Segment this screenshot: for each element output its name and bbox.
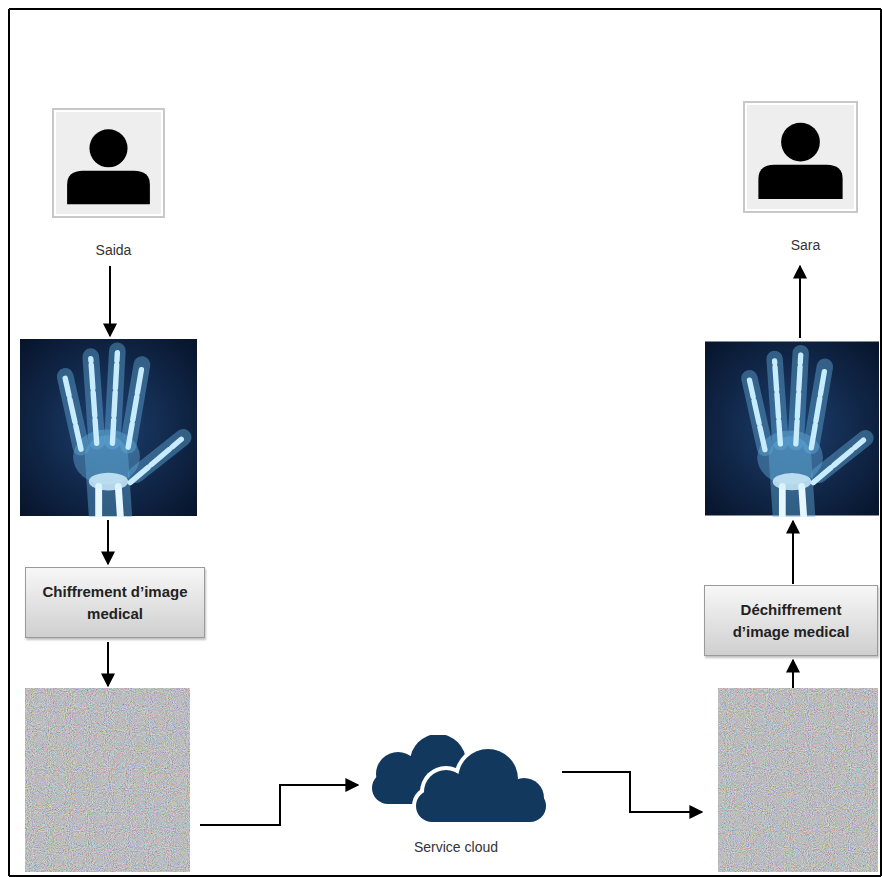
user-icon: Saida bbox=[52, 108, 175, 264]
encrypted-image bbox=[718, 688, 878, 872]
cloud-group bbox=[372, 735, 550, 826]
user-icon: Sara bbox=[743, 101, 868, 261]
name-label: Sara bbox=[743, 237, 868, 253]
box-label: Chiffrement d’image medical bbox=[34, 581, 196, 625]
name-label: Service cloud bbox=[360, 839, 552, 855]
process-box: Déchiffrement d’image medical bbox=[704, 585, 878, 656]
icon-ground bbox=[747, 105, 854, 209]
icon-frame bbox=[744, 102, 857, 212]
cloud-shape: Service cloud bbox=[360, 735, 552, 867]
flow-arrows bbox=[108, 266, 800, 825]
name-label: Saida bbox=[52, 242, 175, 258]
person-body bbox=[67, 171, 150, 205]
cloud-part bbox=[504, 778, 544, 818]
icon-frame bbox=[53, 109, 164, 217]
box-label: Déchiffrement d’image medical bbox=[713, 599, 869, 643]
encrypted-image bbox=[25, 688, 190, 872]
user-icon-shape bbox=[52, 108, 167, 220]
person-head bbox=[781, 123, 820, 162]
cloud-icon bbox=[360, 735, 552, 831]
user-icon-shape bbox=[743, 101, 860, 215]
person-head bbox=[89, 129, 127, 167]
person-body bbox=[758, 165, 842, 199]
icon-ground bbox=[56, 112, 161, 214]
xray-image bbox=[20, 339, 197, 516]
xray-image bbox=[705, 342, 879, 516]
process-box: Chiffrement d’image medical bbox=[25, 567, 205, 638]
